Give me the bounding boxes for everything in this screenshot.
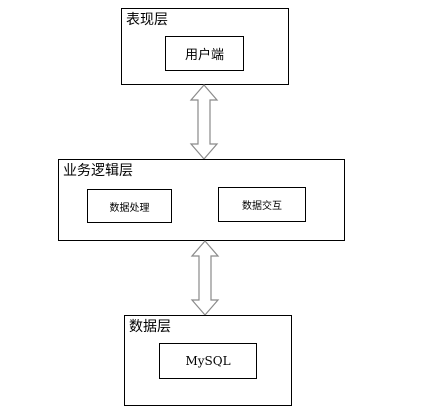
double-arrow-icon xyxy=(190,240,220,316)
data-interaction-label: 数据交互 xyxy=(242,201,282,212)
database-box: MySQL xyxy=(159,343,257,379)
data-layer-title: 数据层 xyxy=(129,319,171,335)
business-layer-box: 业务逻辑层 数据处理 数据交互 xyxy=(58,159,345,241)
data-layer-box: 数据层 MySQL xyxy=(124,315,292,406)
double-arrow-icon xyxy=(189,84,219,160)
database-label: MySQL xyxy=(185,354,231,368)
client-box: 用户端 xyxy=(165,36,244,71)
data-processing-label: 数据处理 xyxy=(109,202,150,214)
presentation-layer-title: 表现层 xyxy=(126,12,168,28)
client-label: 用户端 xyxy=(184,48,224,63)
presentation-layer-box: 表现层 用户端 xyxy=(121,8,289,85)
business-layer-title: 业务逻辑层 xyxy=(63,163,133,179)
data-processing-box: 数据处理 xyxy=(87,189,172,223)
data-interaction-box: 数据交互 xyxy=(218,187,306,222)
